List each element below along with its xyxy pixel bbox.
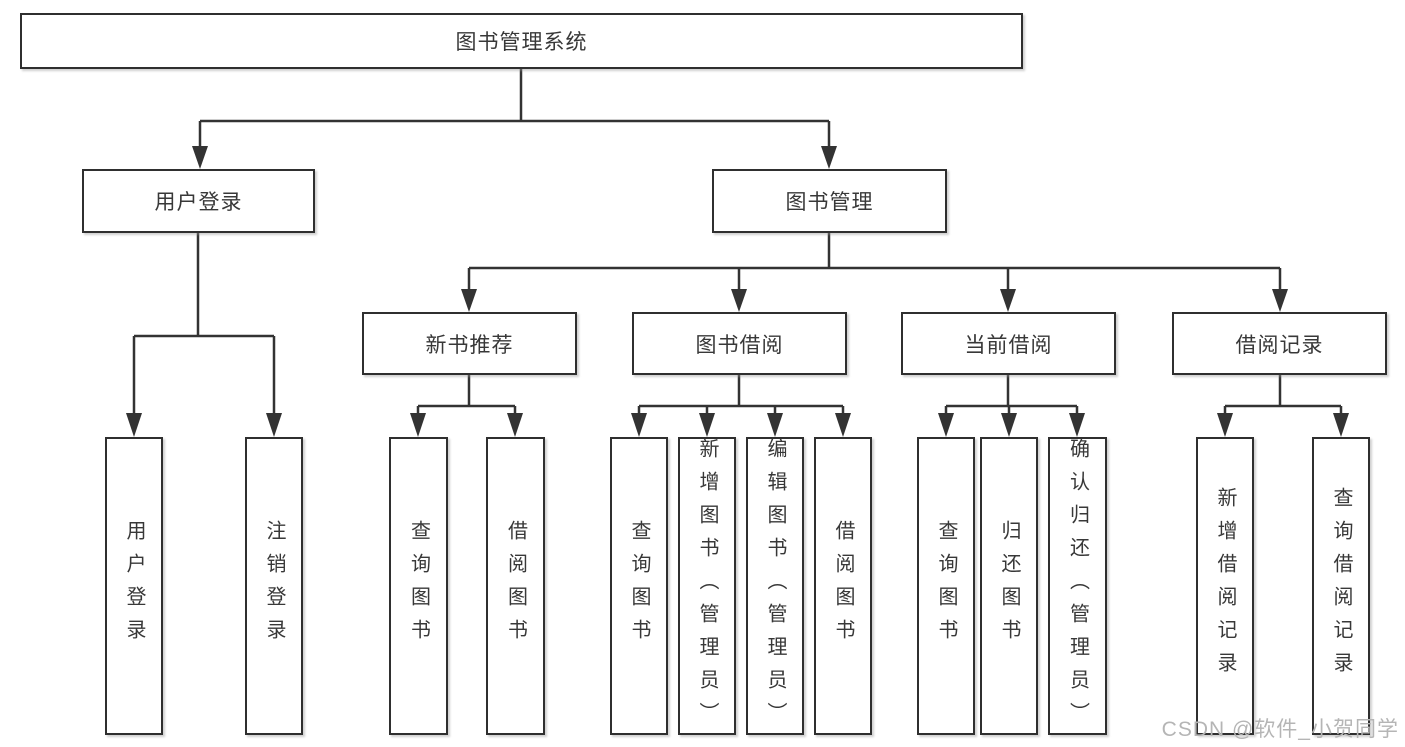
node-label: 借阅图书 <box>832 520 854 652</box>
node-label: 确认归还（管理员） <box>1066 437 1089 735</box>
node-label: 图书管理 <box>785 191 874 214</box>
node-label: 查询图书 <box>628 520 650 652</box>
node-label: 借阅记录 <box>1235 333 1324 357</box>
node-leaf-return-book: 归还图书 <box>980 437 1038 735</box>
node-leaf-borrow-book-2: 借阅图书 <box>814 437 872 735</box>
node-new-book-recommend: 新书推荐 <box>362 312 577 375</box>
node-label: 当前借阅 <box>964 333 1053 357</box>
node-current-borrow: 当前借阅 <box>901 312 1116 375</box>
node-label: 注销登录 <box>263 520 285 652</box>
node-label: 新增图书（管理员） <box>696 437 718 735</box>
node-leaf-query-book-1: 查询图书 <box>389 437 448 735</box>
node-leaf-logout: 注销登录 <box>245 437 303 735</box>
node-leaf-borrow-book-1: 借阅图书 <box>486 437 545 735</box>
node-label: 图书管理系统 <box>455 31 588 54</box>
node-leaf-query-book-3: 查询图书 <box>917 437 975 735</box>
node-user-login: 用户登录 <box>82 169 315 233</box>
node-label: 新书推荐 <box>425 333 514 357</box>
node-leaf-query-book-2: 查询图书 <box>610 437 668 735</box>
node-label: 归还图书 <box>998 520 1020 652</box>
node-label: 用户登录 <box>154 191 243 214</box>
node-label: 图书借阅 <box>695 333 784 357</box>
node-root: 图书管理系统 <box>20 13 1023 69</box>
node-book-management: 图书管理 <box>712 169 947 233</box>
node-book-borrow: 图书借阅 <box>632 312 847 375</box>
node-leaf-user-login: 用户登录 <box>105 437 163 735</box>
node-leaf-add-book-admin: 新增图书（管理员） <box>678 437 736 735</box>
node-label: 查询图书 <box>935 520 957 652</box>
node-leaf-add-borrow-record: 新增借阅记录 <box>1196 437 1254 735</box>
node-label: 用户登录 <box>123 520 145 652</box>
node-label: 借阅图书 <box>504 520 527 652</box>
node-leaf-edit-book-admin: 编辑图书（管理员） <box>746 437 804 735</box>
node-label: 编辑图书（管理员） <box>764 437 786 735</box>
watermark: CSDN @软件_小贺同学 <box>1161 718 1399 741</box>
node-label: 新增借阅记录 <box>1214 487 1236 685</box>
node-borrow-record: 借阅记录 <box>1172 312 1387 375</box>
node-leaf-confirm-return-admin: 确认归还（管理员） <box>1048 437 1107 735</box>
node-label: 查询图书 <box>407 520 430 652</box>
node-leaf-query-borrow-record: 查询借阅记录 <box>1312 437 1370 735</box>
node-label: 查询借阅记录 <box>1330 487 1352 685</box>
